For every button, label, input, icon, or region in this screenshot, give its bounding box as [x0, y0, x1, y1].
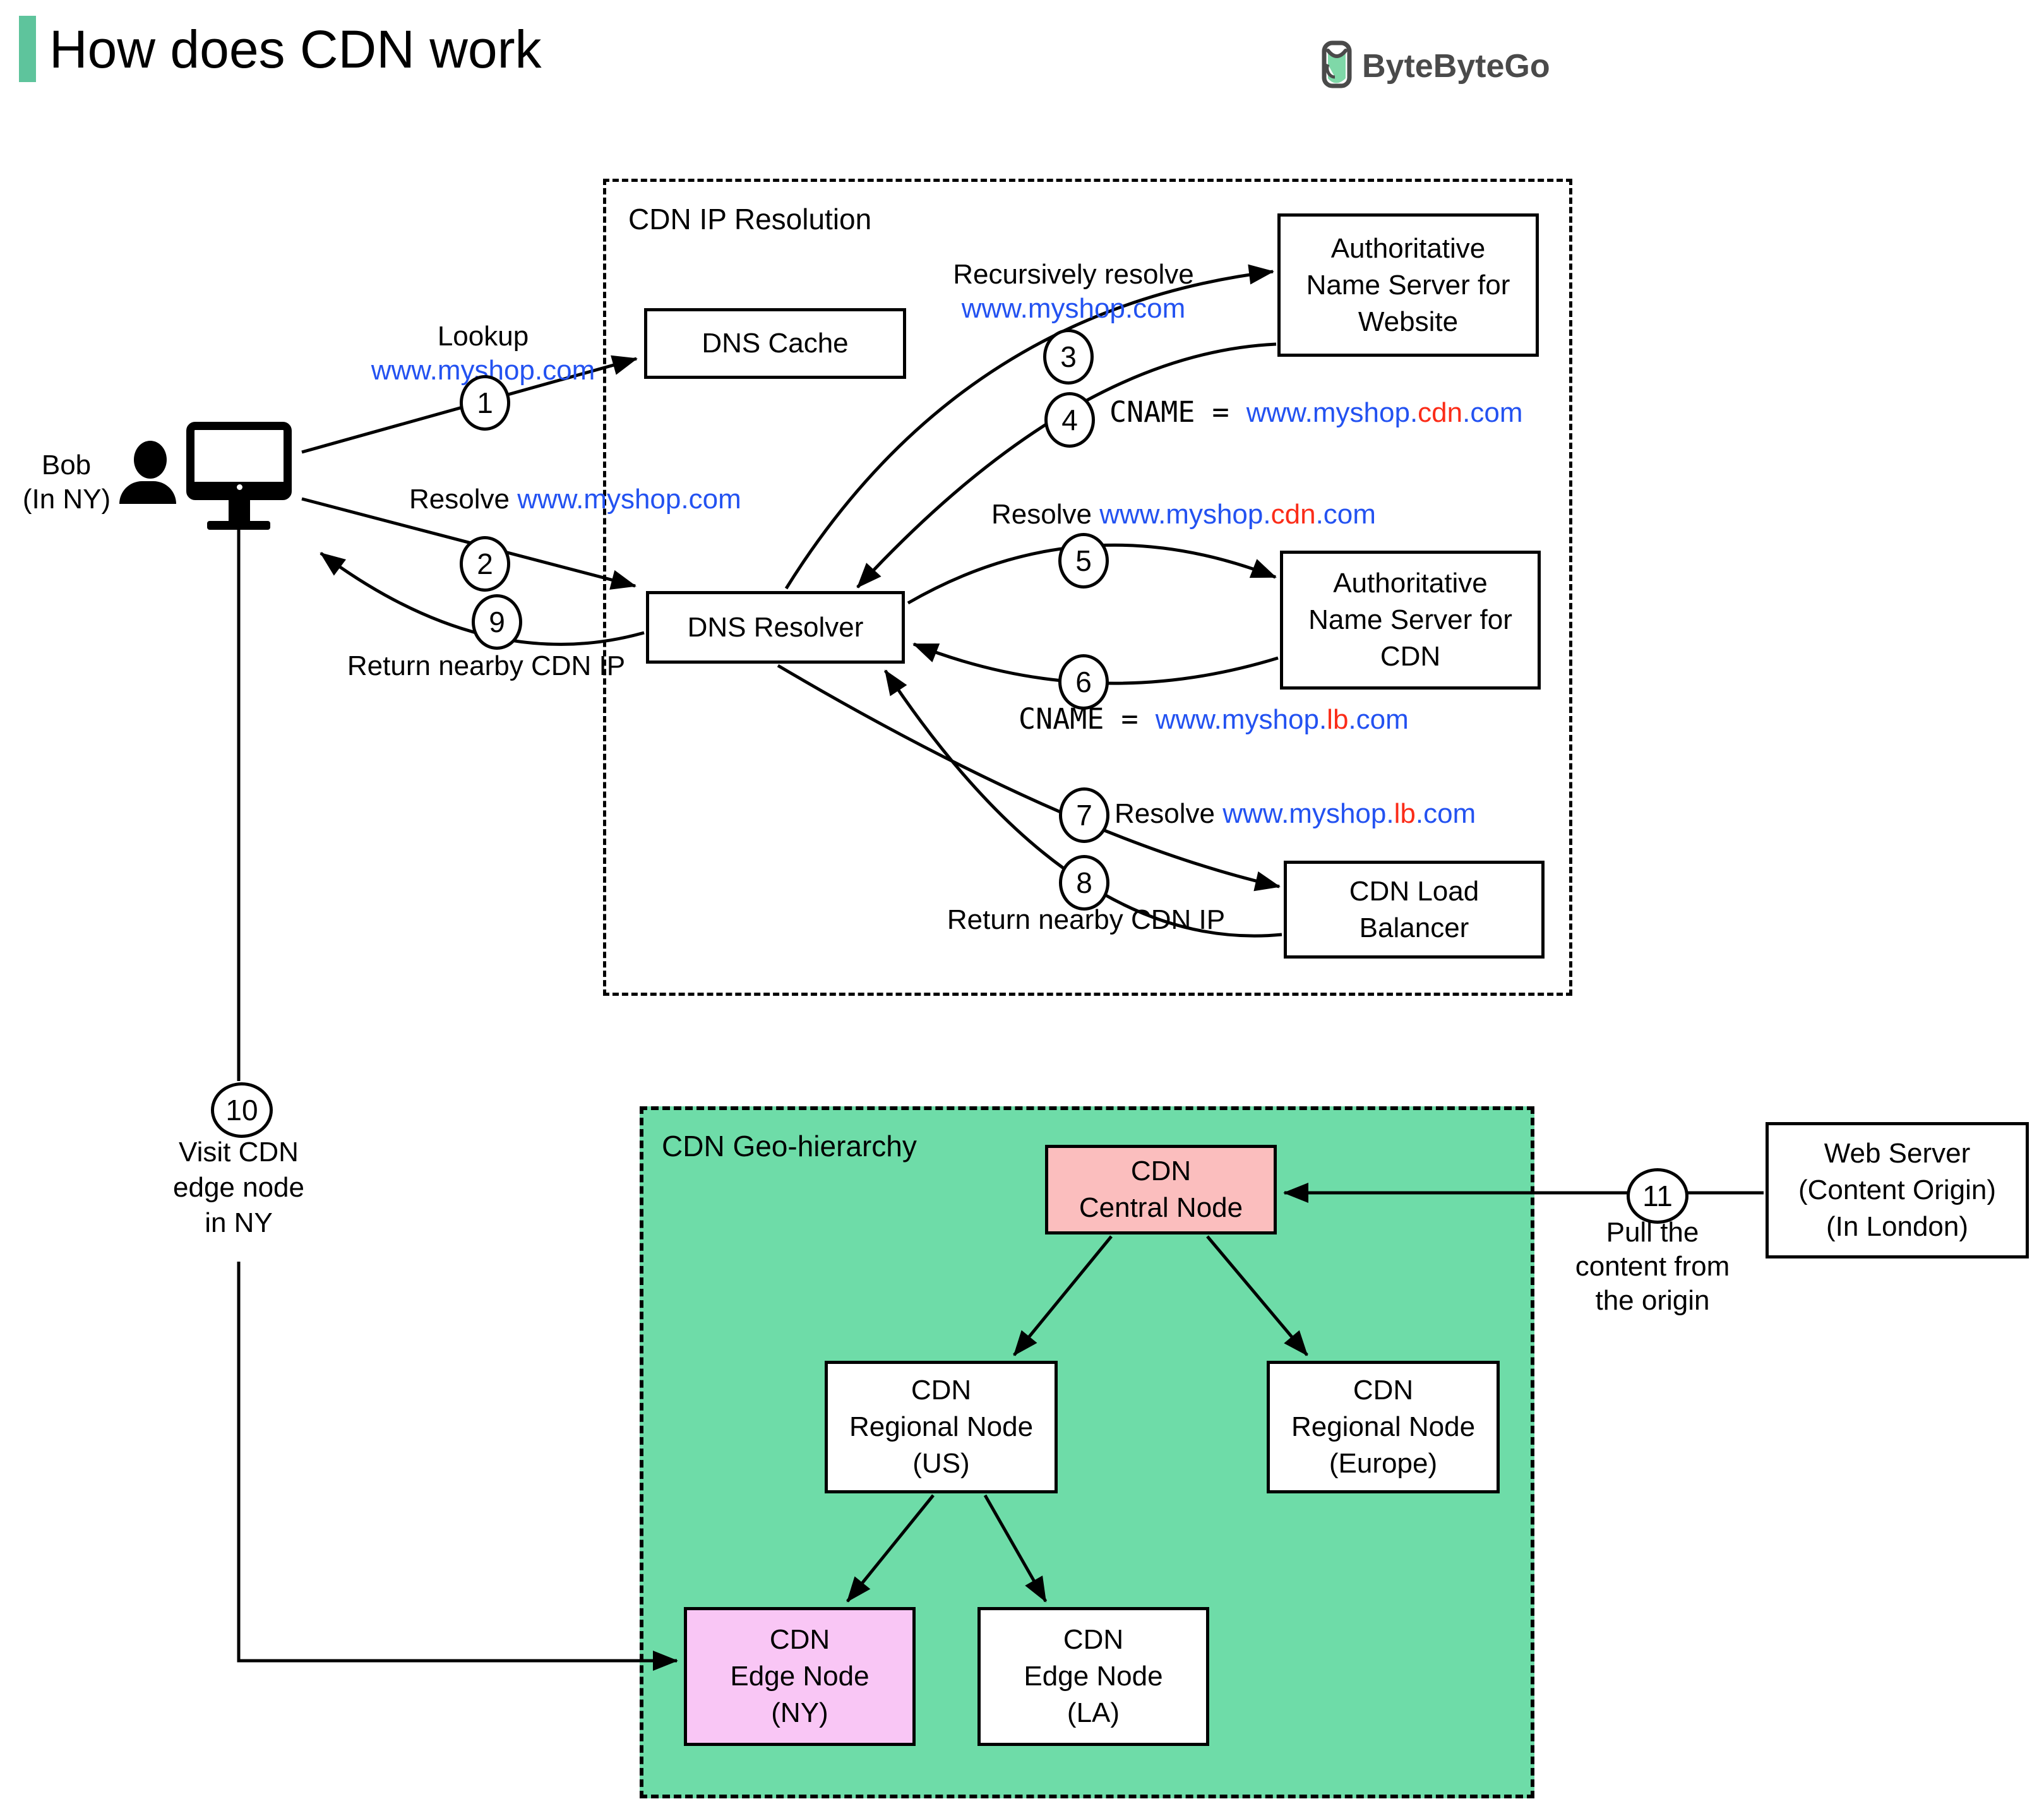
cdn-central-node: CDN Central Node — [1045, 1145, 1277, 1234]
cdn-ip-resolution-label: CDN IP Resolution — [628, 203, 872, 236]
step-6-badge: 6 — [1058, 654, 1109, 710]
step-2-label: Resolve www.myshop.com — [409, 484, 741, 515]
step-8-badge: 8 — [1059, 855, 1109, 911]
cdn-regional-node-us: CDN Regional Node (US) — [825, 1361, 1058, 1493]
cdn-edge-node-la: CDN Edge Node (LA) — [977, 1607, 1209, 1746]
cdn-regional-node-eu: CDN Regional Node (Europe) — [1267, 1361, 1500, 1493]
cdn-load-balancer-node: CDN Load Balancer — [1284, 861, 1545, 959]
monitor-power-light — [236, 484, 242, 490]
brand-logo: ByteByteGo — [1322, 40, 1550, 92]
step-7-badge: 7 — [1059, 787, 1109, 843]
step-3-badge: 3 — [1043, 329, 1094, 385]
arrow-step-10-lower — [237, 1262, 678, 1671]
title-accent-bar — [19, 16, 36, 82]
cdn-edge-node-ny: CDN Edge Node (NY) — [684, 1607, 916, 1746]
step-9-label: Return nearby CDN IP — [347, 650, 626, 681]
auth-ns-website-node: Authoritative Name Server for Website — [1277, 213, 1539, 357]
step-2-badge: 2 — [460, 536, 510, 592]
bytebytego-logo-icon — [1322, 40, 1352, 92]
brand-name: ByteByteGo — [1362, 47, 1550, 85]
step-4-label: CNAME = www.myshop.cdn.com — [1109, 395, 1523, 429]
step-10-label: Visit CDN edge node in NY — [138, 1135, 340, 1241]
step-11-badge: 11 — [1627, 1168, 1688, 1224]
web-server-node: Web Server (Content Origin) (In London) — [1766, 1122, 2029, 1258]
step-5-label: Resolve www.myshop.cdn.com — [991, 499, 1376, 530]
step-1-badge: 1 — [460, 375, 510, 431]
auth-ns-cdn-node: Authoritative Name Server for CDN — [1280, 551, 1541, 690]
step-7-label: Resolve www.myshop.lb.com — [1115, 798, 1476, 829]
cdn-geo-hierarchy-label: CDN Geo-hierarchy — [662, 1130, 917, 1163]
step-5-badge: 5 — [1058, 533, 1109, 589]
actor-location: (In NY) — [22, 484, 111, 515]
step-11-label: Pull the content from the origin — [1575, 1217, 1730, 1316]
actor-name: Bob — [41, 450, 92, 481]
dns-resolver-node: DNS Resolver — [646, 591, 905, 664]
dns-cache-node: DNS Cache — [644, 308, 906, 379]
step-10-badge: 10 — [211, 1082, 273, 1138]
step-3-label: Recursively resolve www.myshop.com — [953, 259, 1194, 324]
step-9-badge: 9 — [472, 594, 522, 650]
page-title: How does CDN work — [49, 20, 542, 79]
step-4-badge: 4 — [1044, 392, 1095, 448]
